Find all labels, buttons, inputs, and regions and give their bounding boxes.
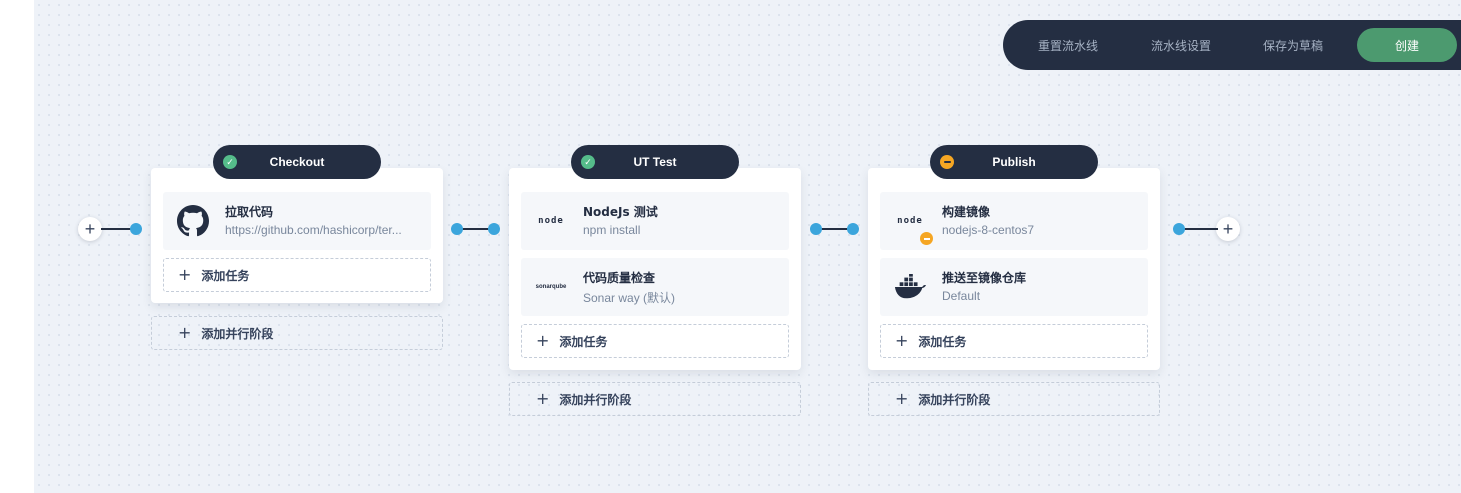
add-task-button[interactable]: + 添加任务 xyxy=(880,324,1148,358)
add-stage-after-button[interactable]: + xyxy=(1216,217,1240,241)
stage-title-publish[interactable]: Publish xyxy=(930,145,1098,179)
task-description: npm install xyxy=(583,223,641,237)
stage-title-checkout[interactable]: Checkout xyxy=(213,145,381,179)
nodejs-icon: node xyxy=(538,216,564,226)
connector-line xyxy=(1182,228,1218,230)
save-draft-button[interactable]: 保存为草稿 xyxy=(1263,39,1324,53)
stage-title-text: UT Test xyxy=(633,155,677,169)
stage-card-publish: node 构建镜像 nodejs-8-centos7 推送至镜像仓库 Defau… xyxy=(868,168,1160,370)
task-description: https://github.com/hashicorp/ter... xyxy=(225,223,402,237)
plus-icon: + xyxy=(536,389,550,408)
plus-icon: + xyxy=(895,389,909,408)
stage-card-checkout: 拉取代码 https://github.com/hashicorp/ter...… xyxy=(151,168,443,303)
add-task-button[interactable]: + 添加任务 xyxy=(521,324,789,358)
success-status-icon xyxy=(581,155,595,169)
task-item[interactable]: sonarqube 代码质量检查 Sonar way (默认) xyxy=(521,258,789,316)
plus-icon: + xyxy=(1222,219,1234,239)
github-icon xyxy=(177,205,209,237)
task-description: nodejs-8-centos7 xyxy=(942,223,1035,237)
add-task-label: 添加任务 xyxy=(201,268,250,283)
connector-line xyxy=(460,228,490,230)
nodejs-icon: node xyxy=(894,206,933,245)
success-status-icon xyxy=(223,155,237,169)
sonarqube-icon: sonarqube xyxy=(535,284,567,290)
connector-dot xyxy=(847,223,859,235)
warning-badge-icon xyxy=(920,232,933,245)
task-item[interactable]: 拉取代码 https://github.com/hashicorp/ter... xyxy=(163,192,431,250)
connector-dot xyxy=(488,223,500,235)
plus-icon: + xyxy=(178,265,192,284)
stage-title-text: Publish xyxy=(992,155,1036,169)
task-name: 推送至镜像仓库 xyxy=(942,271,1027,285)
create-button[interactable]: 创建 xyxy=(1357,28,1457,62)
add-parallel-label: 添加并行阶段 xyxy=(918,392,991,407)
pipeline-settings-button[interactable]: 流水线设置 xyxy=(1151,39,1212,53)
add-parallel-stage-button[interactable]: + 添加并行阶段 xyxy=(868,382,1160,416)
connector-line xyxy=(819,228,849,230)
task-description: Sonar way (默认) xyxy=(583,291,676,305)
add-stage-before-button[interactable]: + xyxy=(78,217,102,241)
add-task-label: 添加任务 xyxy=(559,334,608,349)
connector-dot xyxy=(1173,223,1185,235)
add-parallel-label: 添加并行阶段 xyxy=(201,326,274,341)
connector-dot xyxy=(130,223,142,235)
warning-status-icon xyxy=(940,155,954,169)
connector-dot xyxy=(810,223,822,235)
plus-icon: + xyxy=(895,331,909,350)
task-name: 构建镜像 xyxy=(942,205,991,219)
plus-icon: + xyxy=(178,323,192,342)
add-task-label: 添加任务 xyxy=(918,334,967,349)
plus-icon: + xyxy=(84,219,96,239)
task-item[interactable]: node NodeJs 测试 npm install xyxy=(521,192,789,250)
task-item[interactable]: node 构建镜像 nodejs-8-centos7 xyxy=(880,192,1148,250)
pipeline-toolbar: 重置流水线 流水线设置 保存为草稿 创建 xyxy=(1003,20,1461,70)
plus-icon: + xyxy=(536,331,550,350)
connector-dot xyxy=(451,223,463,235)
task-name: 代码质量检查 xyxy=(583,271,656,285)
task-description: Default xyxy=(942,289,981,303)
task-item[interactable]: 推送至镜像仓库 Default xyxy=(880,258,1148,316)
add-parallel-label: 添加并行阶段 xyxy=(559,392,632,407)
task-name: NodeJs 测试 xyxy=(583,205,658,219)
add-parallel-stage-button[interactable]: + 添加并行阶段 xyxy=(151,316,443,350)
add-task-button[interactable]: + 添加任务 xyxy=(163,258,431,292)
stage-title-text: Checkout xyxy=(269,155,325,169)
task-name: 拉取代码 xyxy=(225,205,274,219)
reset-pipeline-button[interactable]: 重置流水线 xyxy=(1038,39,1099,53)
add-parallel-stage-button[interactable]: + 添加并行阶段 xyxy=(509,382,801,416)
stage-card-ut-test: node NodeJs 测试 npm install sonarqube 代码质… xyxy=(509,168,801,370)
stage-title-ut-test[interactable]: UT Test xyxy=(571,145,739,179)
docker-icon xyxy=(894,272,926,302)
connector-line xyxy=(101,228,131,230)
